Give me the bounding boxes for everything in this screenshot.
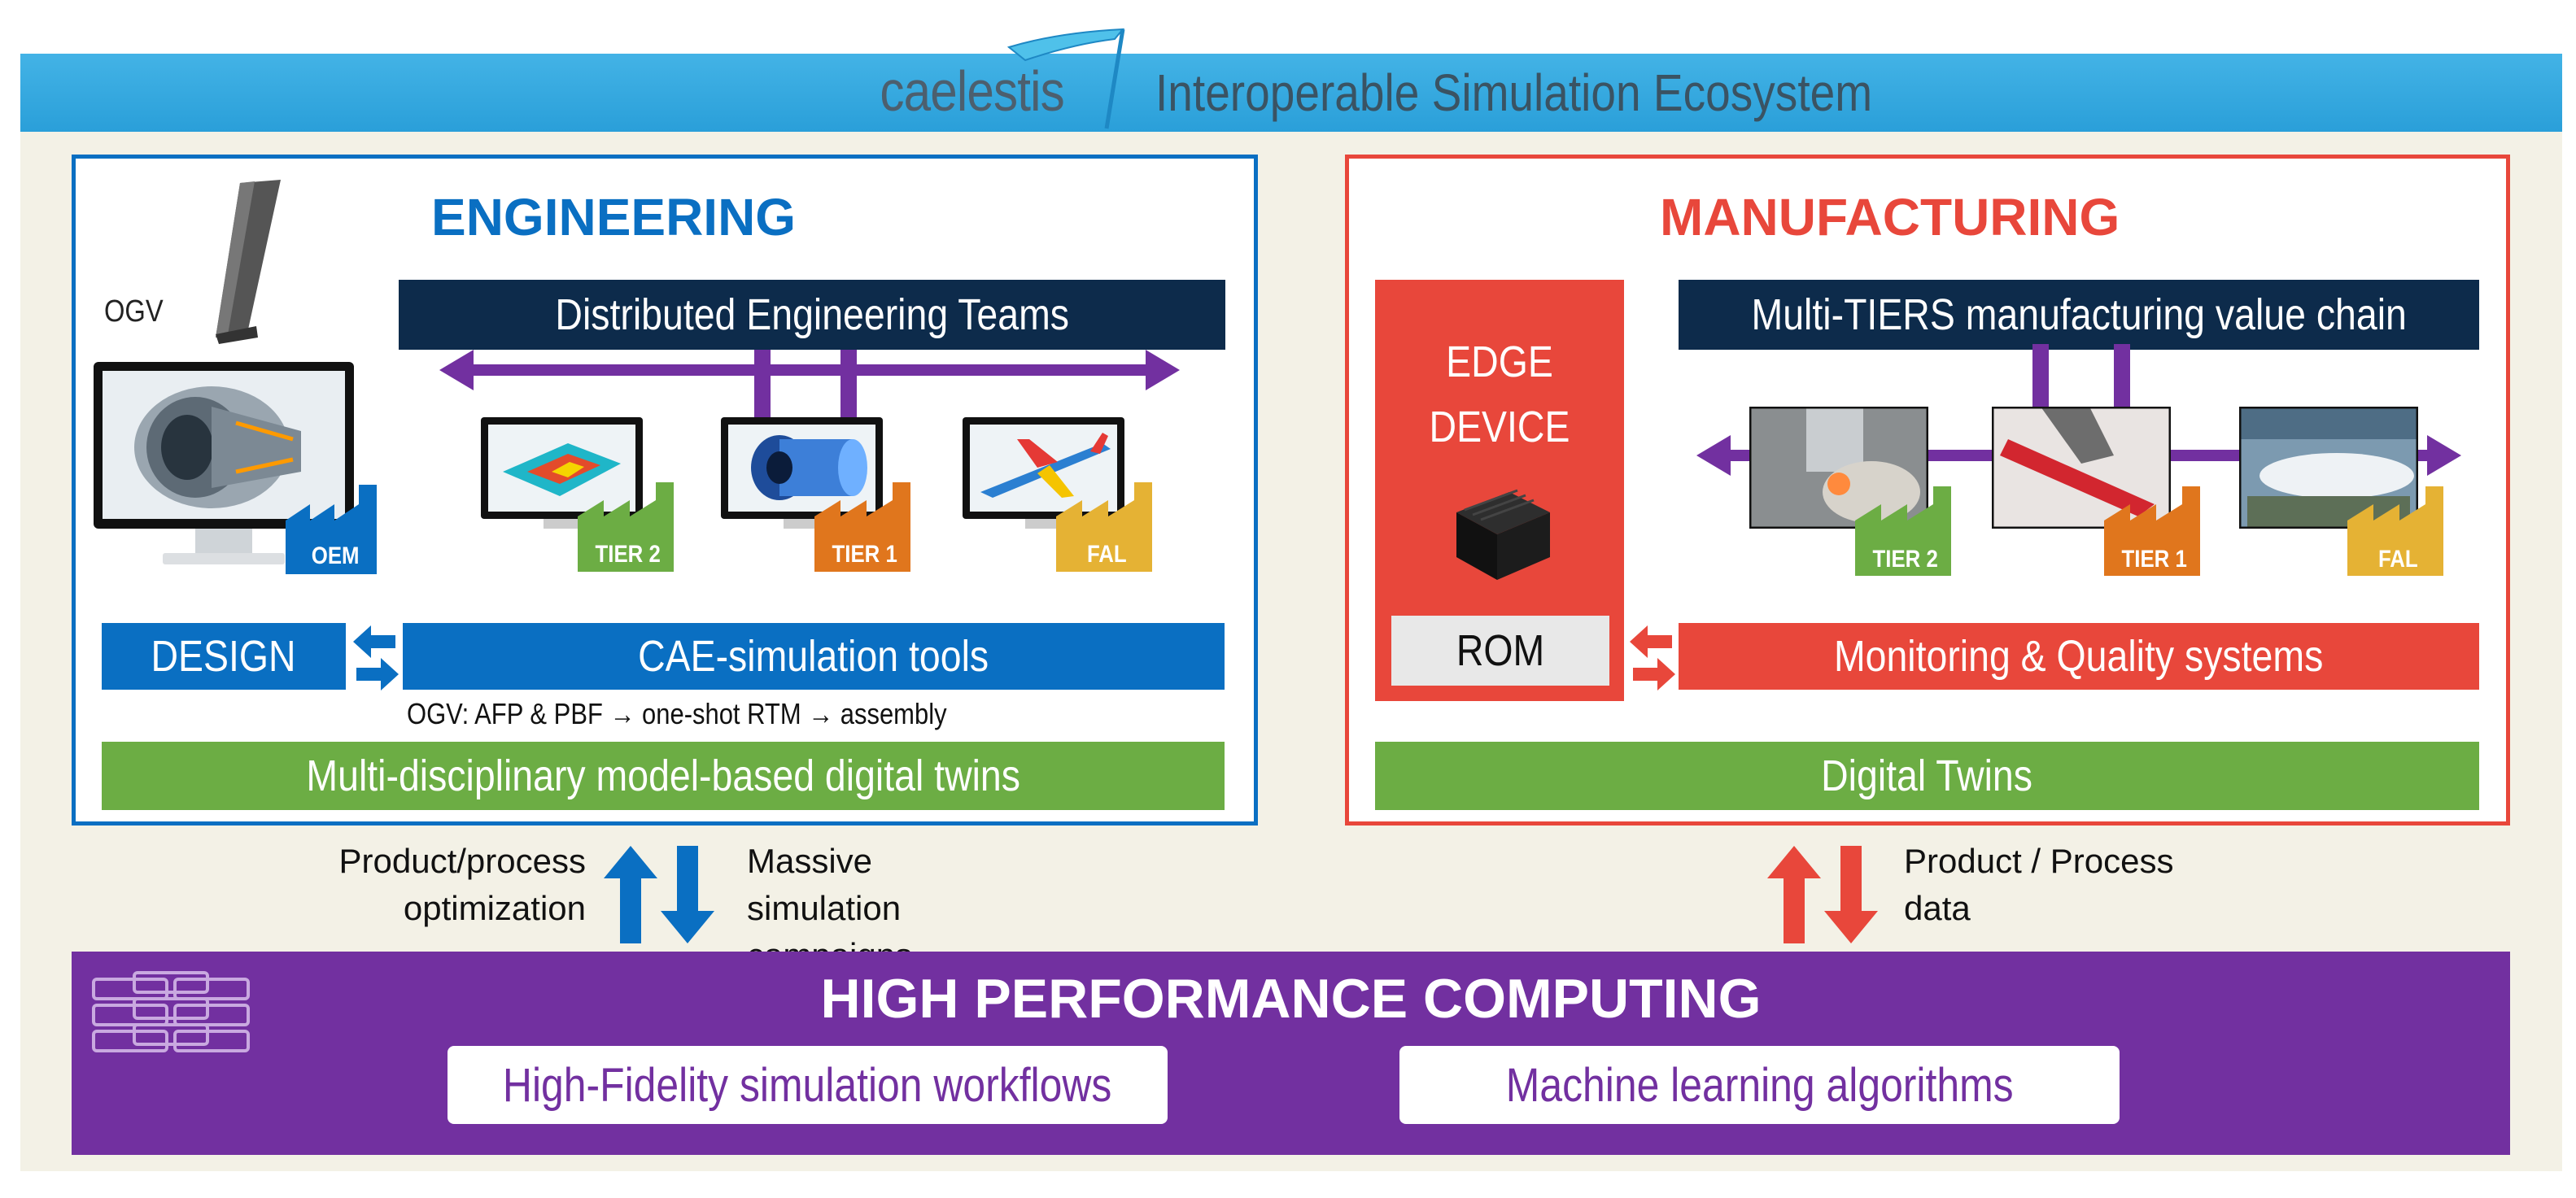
fal-factory-icon <box>1056 482 1152 572</box>
edge-device-label: EDGE DEVICE <box>1429 338 1570 451</box>
fal-label: FAL <box>1086 541 1127 568</box>
exchange-arrows-icon <box>353 625 399 690</box>
server-rack-icon <box>92 971 250 1052</box>
distributed-teams-bar: Distributed Engineering Teams <box>399 280 1225 350</box>
monitoring-quality-bar: Monitoring & Quality systems <box>1679 623 2479 690</box>
value-chain-bar: Multi-TIERS manufacturing value chain <box>1679 280 2479 350</box>
tier2-monitor-icon <box>481 417 643 529</box>
ogv-label: OGV <box>104 294 164 329</box>
fal-assembly-photo <box>2239 407 2418 529</box>
hifi-workflows-box: High-Fidelity simulation workflows <box>448 1046 1168 1124</box>
oem-label: OEM <box>312 542 360 569</box>
fal-label: FAL <box>2377 546 2418 573</box>
link-text-campaigns: Massive simulation campaigns <box>747 842 912 974</box>
engineering-heading: ENGINEERING <box>431 188 797 246</box>
tier2-factory-icon <box>1855 486 1951 576</box>
model-based-twins-bar: Multi-disciplinary model-based digital t… <box>102 742 1225 810</box>
tier1-factory-icon <box>2104 486 2200 576</box>
up-down-arrows-blue-icon <box>604 846 714 943</box>
edge-device-icon <box>1456 489 1550 580</box>
tier2-factory-icon <box>578 482 674 572</box>
brand-name: caelestis <box>880 59 1065 123</box>
engineering-chain-arrow <box>439 350 1180 390</box>
ogv-blade-icon <box>216 180 281 344</box>
tier2-label: TIER 2 <box>1872 546 1939 573</box>
tier1-factory-icon <box>814 482 910 572</box>
up-down-arrows-red-icon <box>1767 846 1878 943</box>
connector-vertical <box>2114 344 2130 421</box>
tier1-label: TIER 1 <box>2121 546 2188 573</box>
header-band <box>20 54 2562 132</box>
tier1-label: TIER 1 <box>832 541 898 568</box>
fal-factory-icon <box>2347 486 2443 576</box>
oem-factory-icon <box>286 485 377 574</box>
ml-algorithms-box: Machine learning algorithms <box>1399 1046 2120 1124</box>
caelestis-logo-icon <box>1006 28 1125 129</box>
connector-vertical <box>754 344 771 421</box>
tier2-label: TIER 2 <box>595 541 661 568</box>
manufacturing-heading: MANUFACTURING <box>1660 188 2120 246</box>
tier1-layup-photo <box>1992 407 2171 529</box>
hpc-title: HIGH PERFORMANCE COMPUTING <box>820 968 1762 1030</box>
oem-monitor-engine-icon <box>94 362 354 564</box>
process-note: OGV: AFP & PBF → one-shot RTM → assembly <box>407 697 947 730</box>
link-text-data: Product / Process data <box>1904 842 2174 927</box>
tier1-monitor-icon <box>721 417 883 529</box>
digital-twins-bar: Digital Twins <box>1375 742 2479 810</box>
link-text-optimization: Product/process optimization <box>338 842 586 927</box>
connector-vertical <box>840 344 857 421</box>
rom-box: ROM <box>1391 616 1609 686</box>
connector-vertical <box>2032 344 2049 421</box>
cae-simulation-bar: CAE-simulation tools <box>403 623 1225 690</box>
exchange-arrows-icon <box>1630 625 1675 690</box>
fal-monitor-icon <box>963 417 1124 529</box>
header-title: Interoperable Simulation Ecosystem <box>1155 63 1873 122</box>
tier2-machining-photo <box>1749 407 1928 529</box>
design-box: DESIGN <box>102 623 346 690</box>
